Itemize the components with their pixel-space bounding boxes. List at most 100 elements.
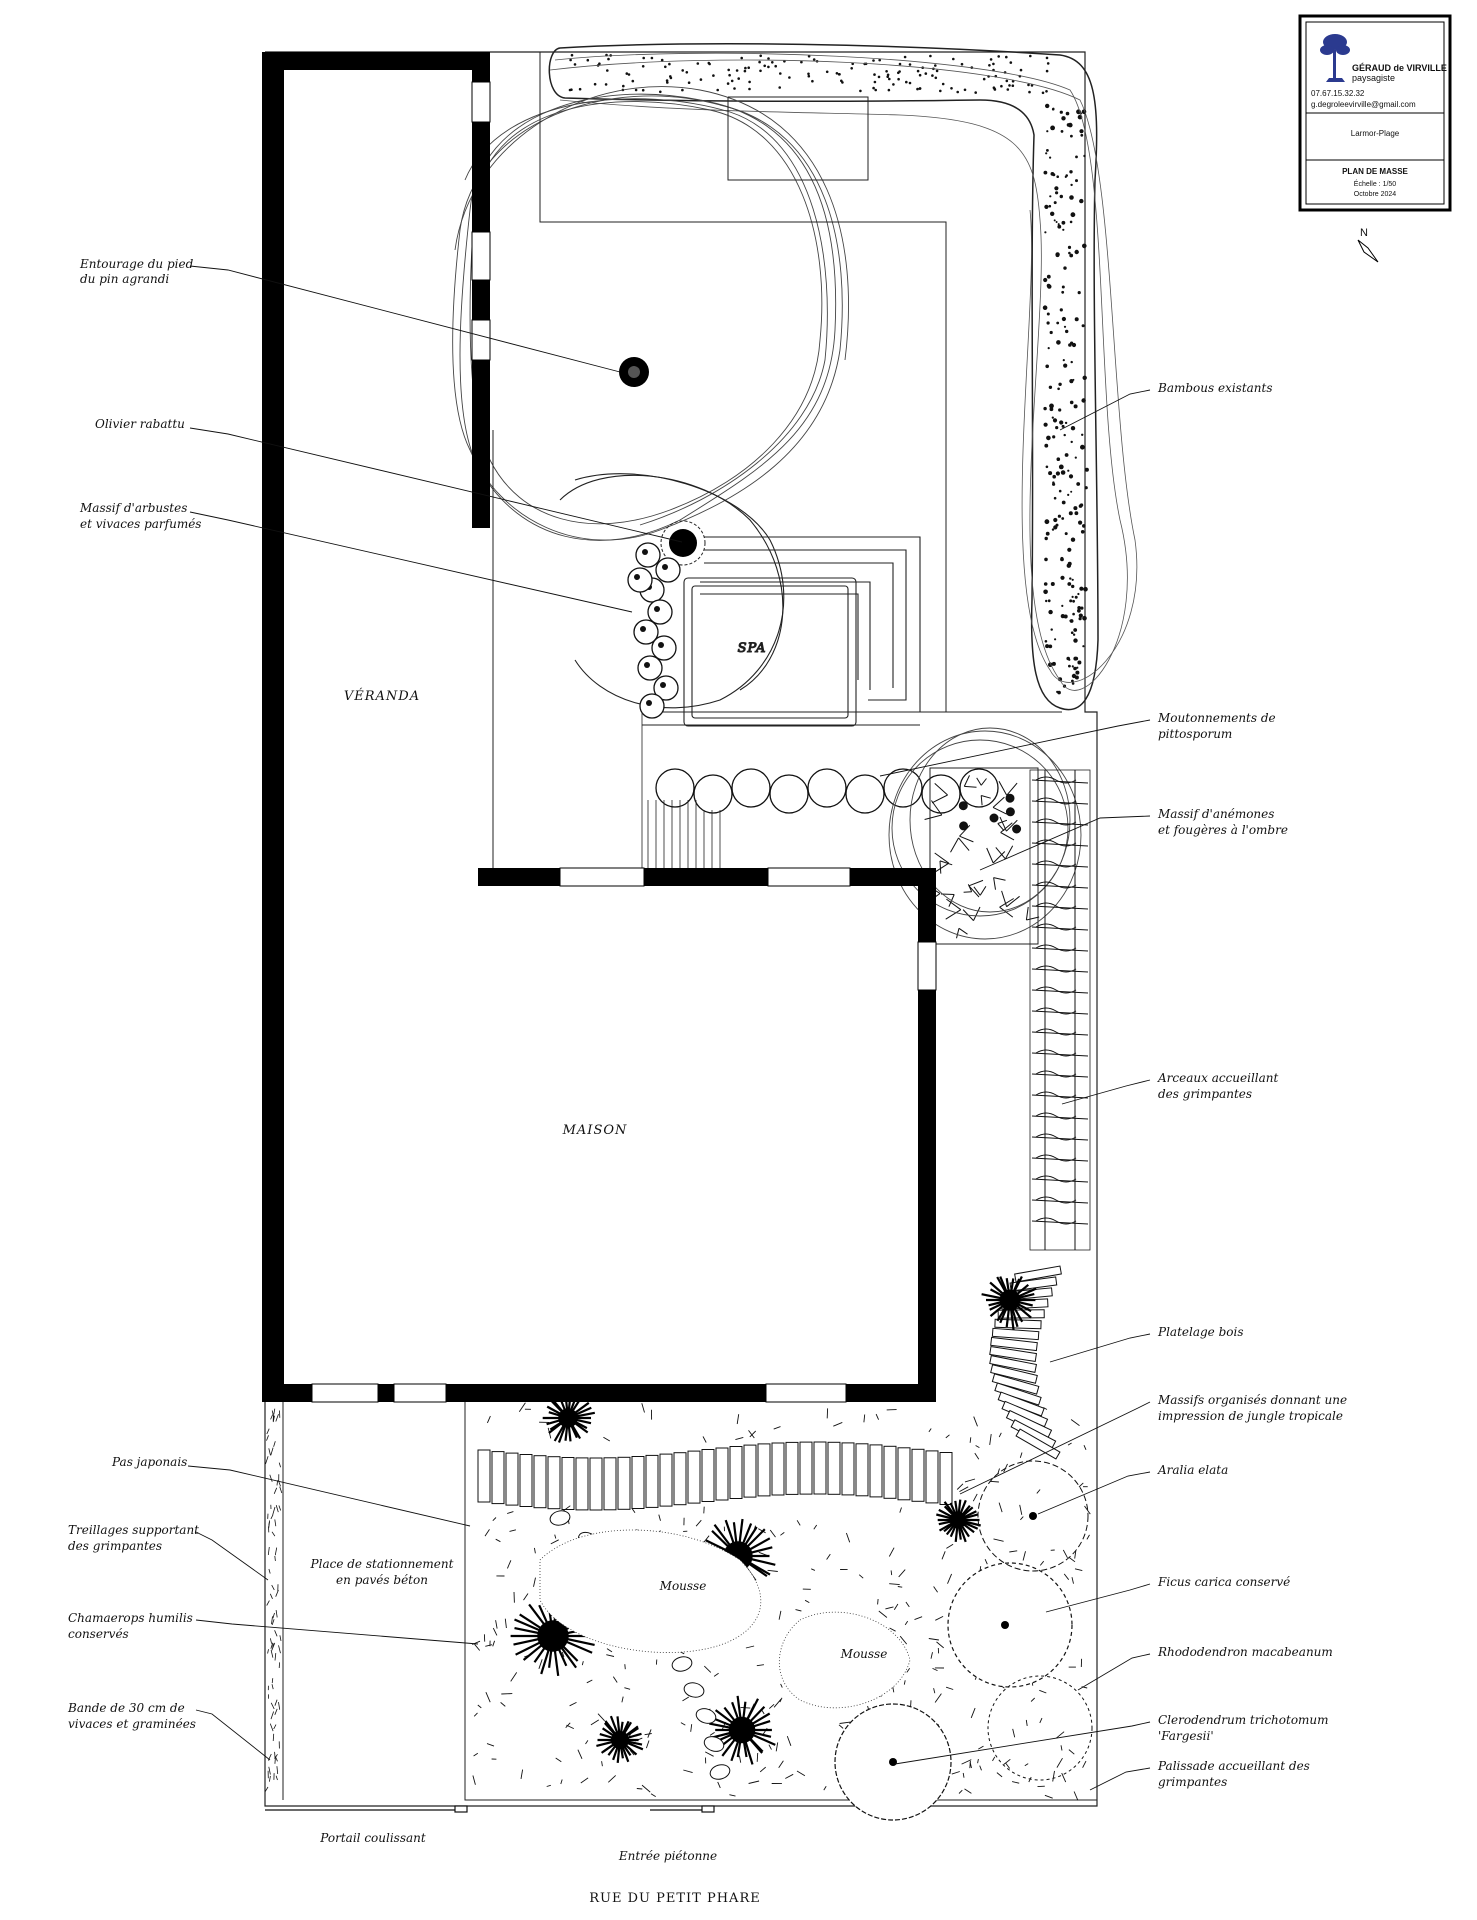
label-palisade: Palissade accueillant des grimpantes — [1089, 1759, 1310, 1791]
svg-text:Palissade accueillant des: Palissade accueillant des — [1157, 1759, 1310, 1773]
maison-label: MAISON — [562, 1123, 628, 1138]
svg-text:des grimpantes: des grimpantes — [68, 1539, 162, 1553]
label-pine-surround: Entourage du pied du pin agrandi — [79, 257, 621, 373]
phone: 07.67.15.32.32 — [1311, 89, 1365, 98]
svg-text:Treillages supportant: Treillages supportant — [68, 1523, 199, 1537]
palm-icon — [596, 1715, 644, 1764]
tree-logo-icon — [1320, 34, 1350, 82]
pittosporum-row — [655, 768, 999, 814]
svg-text:et fougères à l'ombre: et fougères à l'ombre — [1158, 823, 1288, 837]
label-anemone: Massif d'anémones et fougères à l'ombre — [979, 807, 1288, 871]
email: g.degroleevirville@gmail.com — [1311, 100, 1416, 109]
svg-text:Aralia elata: Aralia elata — [1157, 1463, 1228, 1477]
olive-tree-icon — [660, 520, 706, 566]
wooden-deck — [477, 1265, 1062, 1511]
label-pittosporum: Moutonnements de pittosporum — [879, 711, 1276, 777]
svg-text:Bambous existants: Bambous existants — [1157, 381, 1273, 395]
svg-text:des grimpantes: des grimpantes — [1158, 1087, 1252, 1101]
north-label: N — [1360, 227, 1368, 239]
jungle-garden: Mousse Mousse — [464, 1260, 1098, 1821]
rhododendron-icon — [987, 1675, 1093, 1781]
palm-icon — [936, 1499, 981, 1543]
label-arches: Arceaux accueillant des grimpantes — [1061, 1071, 1279, 1105]
parking-area — [264, 1402, 466, 1800]
svg-text:'Fargesii': 'Fargesii' — [1158, 1729, 1214, 1743]
window-openings — [311, 81, 937, 1403]
palm-trees — [510, 1276, 1037, 1765]
north-arrow-icon: N — [1357, 227, 1379, 263]
svg-text:et vivaces parfumés: et vivaces parfumés — [80, 517, 201, 531]
svg-text:Bande de 30 cm de: Bande de 30 cm de — [67, 1701, 185, 1715]
building-walls — [262, 52, 936, 1402]
palm-icon — [981, 1276, 1037, 1330]
title-block: GÉRAUD de VIRVILLE paysagiste 07.67.15.3… — [1298, 14, 1452, 212]
svg-text:Clerodendrum trichotomum: Clerodendrum trichotomum — [1158, 1713, 1329, 1727]
right-labels: Bambous existants Moutonnements de pitto… — [879, 381, 1347, 1791]
svg-text:conservés: conservés — [68, 1627, 129, 1641]
veranda-label: VÉRANDA — [344, 688, 420, 704]
location: Larmor-Plage — [1351, 129, 1400, 138]
company-name: GÉRAUD de VIRVILLE — [1352, 63, 1447, 73]
label-fragrant-shrubs: Massif d'arbustes et vivaces parfumés — [79, 501, 633, 613]
label-jungle: Massifs organisés donnant une impression… — [959, 1393, 1347, 1495]
label-perennial-band: Bande de 30 cm de vivaces et graminées — [67, 1701, 271, 1761]
palm-icon — [705, 1695, 776, 1765]
clerodendrum-icon — [834, 1703, 952, 1821]
svg-text:du pin agrandi: du pin agrandi — [80, 272, 169, 286]
date: Octobre 2024 — [1354, 191, 1397, 198]
svg-text:Ficus carica conservé: Ficus carica conservé — [1157, 1575, 1290, 1589]
svg-text:Rhododendron macabeanum: Rhododendron macabeanum — [1157, 1645, 1333, 1659]
spa-label: SPA — [738, 641, 767, 656]
svg-text:vivaces et graminées: vivaces et graminées — [68, 1717, 196, 1731]
palm-icon — [542, 1391, 596, 1443]
property-boundary — [264, 51, 1098, 1807]
ficus-carica-icon — [947, 1562, 1073, 1688]
svg-text:Olivier rabattu: Olivier rabattu — [95, 417, 185, 431]
pine-trunk-icon — [619, 357, 649, 387]
left-labels: Entourage du pied du pin agrandi Olivier… — [67, 257, 683, 1761]
label-chamaerops: Chamaerops humilis conservés — [68, 1611, 479, 1645]
fragrant-shrub-bed — [627, 542, 681, 719]
gate-sliding-label: Portail coulissant — [319, 1831, 426, 1845]
svg-text:Chamaerops humilis: Chamaerops humilis — [68, 1611, 193, 1625]
label-trellis: Treillages supportant des grimpantes — [68, 1523, 269, 1581]
label-deck: Platelage bois — [1049, 1325, 1243, 1363]
label-bamboo: Bambous existants — [1059, 381, 1273, 431]
aralia-icon — [977, 1460, 1089, 1572]
drawing-title: PLAN DE MASSE — [1342, 167, 1408, 176]
svg-text:Arceaux accueillant: Arceaux accueillant — [1157, 1071, 1279, 1085]
moss-label-1: Mousse — [659, 1579, 707, 1593]
gates — [265, 1805, 715, 1813]
svg-text:Moutonnements de: Moutonnements de — [1157, 711, 1276, 725]
svg-text:Entourage du pied: Entourage du pied — [79, 257, 194, 271]
parking-label-line2: en pavés béton — [336, 1573, 428, 1587]
svg-text:Massif d'anémones: Massif d'anémones — [1157, 807, 1274, 821]
steps — [641, 712, 721, 868]
svg-text:Massifs organisés donnant une: Massifs organisés donnant une — [1157, 1393, 1347, 1407]
svg-text:impression de jungle tropicale: impression de jungle tropicale — [1158, 1409, 1343, 1423]
label-rhododendron: Rhododendron macabeanum — [1077, 1645, 1333, 1691]
label-olive: Olivier rabattu — [95, 417, 683, 543]
scale: Échelle : 1/50 — [1354, 179, 1397, 188]
bamboo-band — [548, 43, 1138, 711]
spa: SPA — [559, 473, 921, 727]
label-clerodendrum: Clerodendrum trichotomum 'Fargesii' — [894, 1713, 1329, 1765]
profession: paysagiste — [1352, 73, 1395, 83]
moss-areas — [539, 1529, 911, 1709]
anemone-fern-bed — [888, 727, 1082, 945]
gate-pedestrian-label: Entrée piétonne — [618, 1849, 717, 1863]
svg-text:Pas japonais: Pas japonais — [111, 1455, 187, 1469]
svg-text:Massif d'arbustes: Massif d'arbustes — [79, 501, 187, 515]
svg-text:grimpantes: grimpantes — [1158, 1775, 1227, 1789]
moss-label-2: Mousse — [840, 1647, 888, 1661]
terrace-lines — [492, 52, 1062, 868]
parking-label-line1: Place de stationnement — [310, 1557, 454, 1571]
label-aralia: Aralia elata — [1037, 1463, 1228, 1515]
street-name: RUE DU PETIT PHARE — [589, 1891, 760, 1906]
label-stepping-stones: Pas japonais — [111, 1455, 471, 1527]
pine-surround — [452, 86, 849, 541]
svg-text:pittosporum: pittosporum — [1158, 727, 1232, 741]
svg-text:Platelage bois: Platelage bois — [1157, 1325, 1243, 1339]
label-ficus: Ficus carica conservé — [1045, 1575, 1290, 1613]
